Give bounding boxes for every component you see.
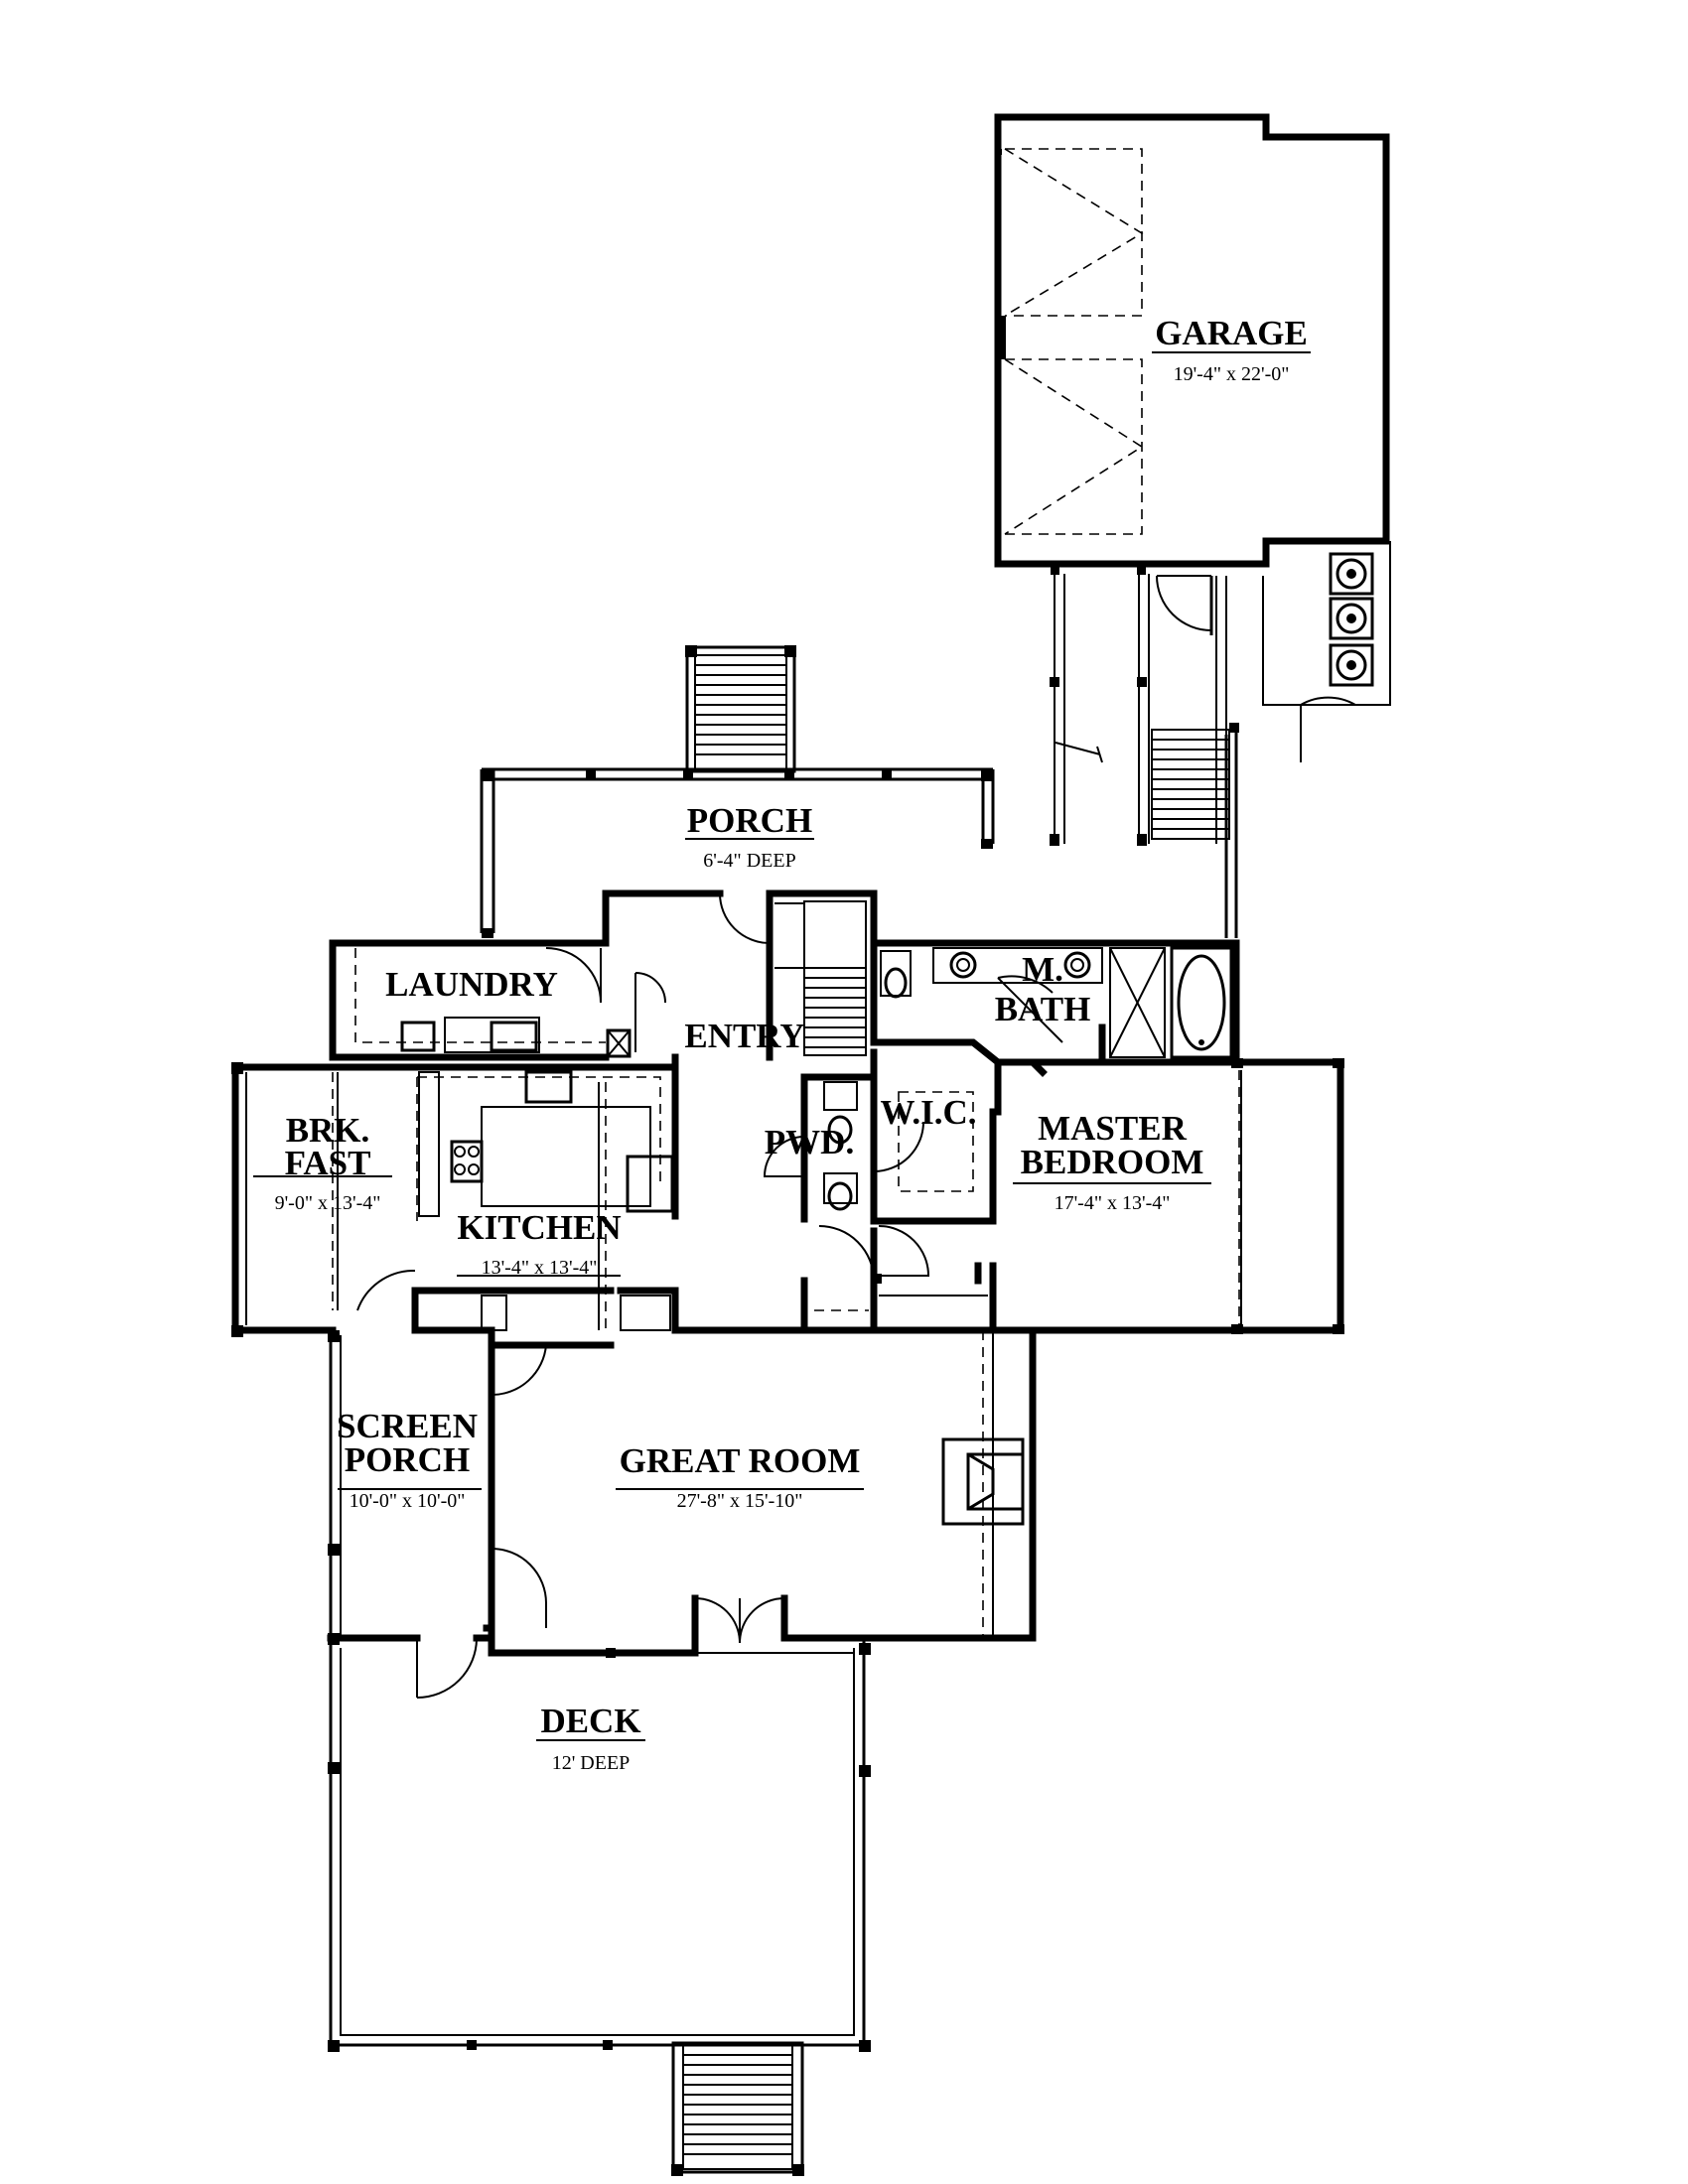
deck-name: DECK xyxy=(540,1702,640,1740)
great-room-dimensions: 27'-8" x 15'-10" xyxy=(677,1490,803,1512)
brk-fast-name-line2: FAST xyxy=(285,1144,371,1182)
label-deck: DECK 12' DEEP xyxy=(536,1702,645,1774)
label-master-bedroom: MASTER BEDROOM 17'-4" x 13'-4" xyxy=(1013,1109,1211,1214)
brk-fast-dimensions: 9'-0" x 13'-4" xyxy=(275,1192,381,1214)
ac-unit-icon xyxy=(1329,643,1374,687)
kitchen-dimensions: 13'-4" x 13'-4" xyxy=(482,1257,598,1279)
garage-name: GARAGE xyxy=(1155,314,1308,352)
screen-porch-dimensions: 10'-0" x 10'-0" xyxy=(350,1490,466,1512)
ac-unit-icon xyxy=(1329,597,1374,640)
label-brk-fast: BRK. FAST 9'-0" x 13'-4" xyxy=(275,1111,381,1214)
m-bath-name-line2: BATH xyxy=(995,990,1091,1028)
master-bedroom-name-line2: BEDROOM xyxy=(1021,1143,1204,1181)
label-porch: PORCH 6'-4" DEEP xyxy=(685,801,814,872)
label-screen-porch: SCREEN PORCH 10'-0" x 10'-0" xyxy=(337,1407,478,1512)
great-room-structure xyxy=(483,1326,1037,1657)
wic-name: W.I.C. xyxy=(881,1093,977,1132)
laundry-name: LAUNDRY xyxy=(385,965,558,1004)
entry-name: ENTRY xyxy=(684,1017,804,1055)
master-bedroom-dimensions: 17'-4" x 13'-4" xyxy=(1055,1192,1171,1214)
garage-structure xyxy=(994,113,1390,635)
kitchen-structure xyxy=(329,1063,679,1349)
screen-porch-name-line1: SCREEN xyxy=(337,1407,478,1445)
label-m-bath: M. BATH xyxy=(995,950,1091,1028)
label-kitchen: KITCHEN 13'-4" x 13'-4" xyxy=(457,1208,621,1279)
kitchen-name: KITCHEN xyxy=(457,1208,621,1247)
screen-porch-structure xyxy=(327,1330,495,1699)
pwd-name: PWD. xyxy=(765,1123,854,1161)
master-bedroom-name-line1: MASTER xyxy=(1038,1109,1187,1148)
great-room-name: GREAT ROOM xyxy=(620,1441,861,1480)
brk-fast-name-line1: BRK. xyxy=(286,1111,370,1150)
deck-structure xyxy=(328,1633,871,2176)
ac-unit-icon xyxy=(1329,552,1374,596)
deck-depth: 12' DEEP xyxy=(552,1752,631,1774)
label-great-room: GREAT ROOM 27'-8" x 15'-10" xyxy=(620,1441,861,1512)
screen-porch-name-line2: PORCH xyxy=(345,1440,470,1479)
garage-dimensions: 19'-4" x 22'-0" xyxy=(1174,363,1290,385)
hvac-pad xyxy=(1262,541,1391,762)
porch-name: PORCH xyxy=(687,801,812,840)
breakfast-structure xyxy=(231,1062,392,1337)
m-bath-name-line1: M. xyxy=(1022,950,1063,989)
porch-structure xyxy=(480,645,1239,938)
porch-depth: 6'-4" DEEP xyxy=(703,850,795,872)
breezeway xyxy=(1050,574,1230,846)
label-garage: GARAGE 19'-4" x 22'-0" xyxy=(1152,314,1311,385)
